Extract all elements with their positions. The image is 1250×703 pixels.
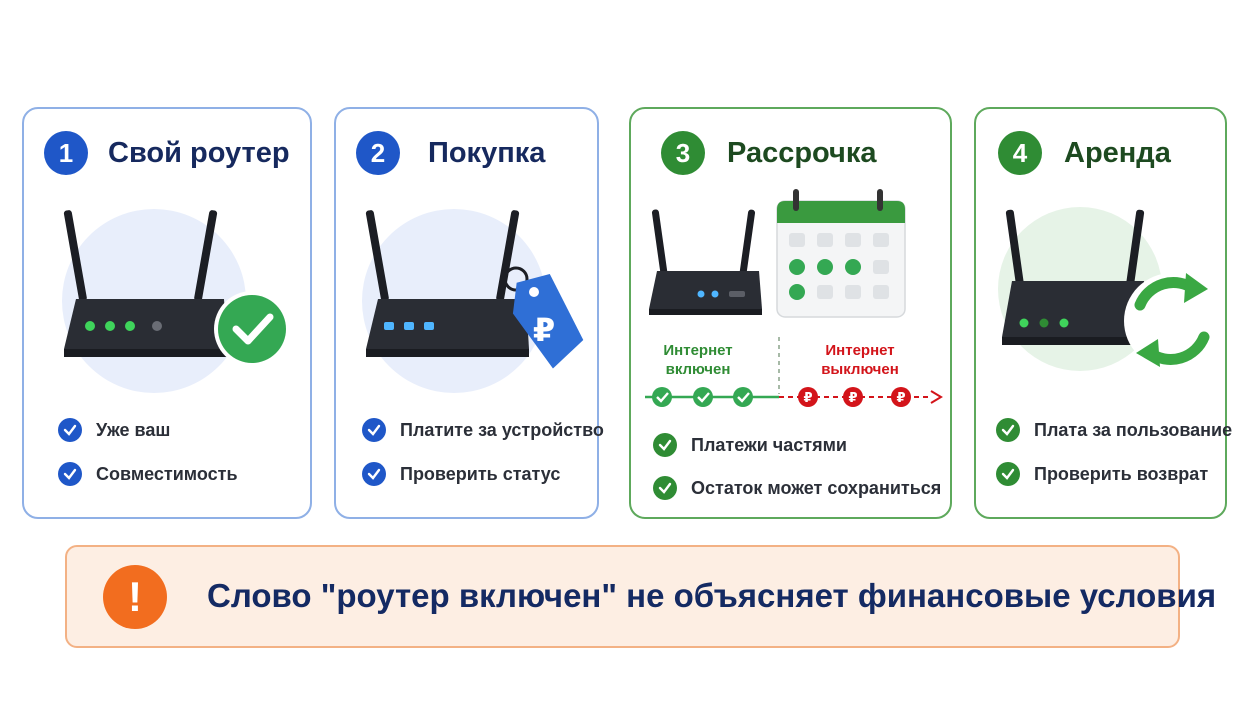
check-icon [996,462,1020,486]
card-title: Рассрочка [727,137,877,169]
list-item-text: Плата за пользование [1034,419,1233,440]
list-item-text: Проверить возврат [1034,463,1209,484]
warning-icon: ! [103,565,167,629]
list-item: Платежи частями [653,432,847,458]
list-item-text: Совместимость [96,463,238,484]
paid-marker [693,387,713,407]
list-item: Проверить статус [362,461,560,487]
warning-text: Слово "роутер включен" не объясняет фина… [207,577,1217,614]
list-item: Остаток может сохраниться [653,475,941,501]
list-item: Совместимость [58,461,238,487]
check-icon [996,418,1020,442]
check-icon [362,462,386,486]
card-rent: 4 Аренда Плата за пользование Проверить … [974,107,1232,519]
list-item: Плата за пользование [996,417,1232,443]
check-icon [653,433,677,457]
step-number-badge: 3 [661,131,705,175]
warning-banner: ! Слово "роутер включен" не объясняет фи… [65,545,1216,648]
check-icon [58,462,82,486]
price-tag-icon [503,266,584,369]
internet-off-label: Интернет выключен [821,342,899,378]
installment-illustration: ₽ ₽ ₽ [645,189,943,407]
calendar-icon [776,189,906,318]
card-own-router: 1 Свой роутер Уже ваш Совместимость [22,107,312,519]
list-item-text: Проверить статус [400,463,561,484]
step-number-badge: 1 [44,131,88,175]
card-title: Покупка [428,137,546,169]
due-marker [798,387,818,407]
list-item: Платите за устройство [362,417,604,443]
router-icon [649,209,762,315]
list-item-text: Остаток может сохраниться [691,477,942,498]
ruble-sign: ₽ [533,311,555,349]
paid-marker [733,387,753,407]
check-icon [653,476,677,500]
check-icon [362,418,386,442]
card-title: Аренда [1064,137,1171,169]
list-item-text: Уже ваш [96,419,171,440]
ruble-sign: ₽ [803,391,812,406]
router-illustration: ₽ [362,209,584,393]
step-number-badge: 4 [998,131,1042,175]
list-item: Уже ваш [58,417,170,443]
router-icon [365,210,529,357]
router-illustration [998,207,1220,371]
paid-marker [652,387,672,407]
card-title: Свой роутер [108,137,290,169]
router-icon [1002,209,1147,345]
card-purchase: 2 Покупка ₽ Платите за устройство Провер… [334,107,604,519]
router-illustration [62,209,290,393]
list-item-text: Платите за устройство [400,419,604,440]
check-icon [58,418,82,442]
check-badge-icon [214,291,290,367]
card-installment: 3 Рассрочка [629,107,952,519]
ruble-sign: ₽ [848,391,857,406]
due-marker [843,387,863,407]
list-item: Проверить возврат [996,461,1208,487]
list-item-text: Платежи частями [691,434,847,455]
router-icon [63,210,227,357]
due-marker [891,387,911,407]
ruble-sign: ₽ [896,391,905,406]
refresh-cycle-icon [1124,273,1220,369]
internet-on-label: Интернет включен [663,342,733,378]
payment-timeline: ₽ ₽ ₽ [645,387,943,407]
step-number-badge: 2 [356,131,400,175]
